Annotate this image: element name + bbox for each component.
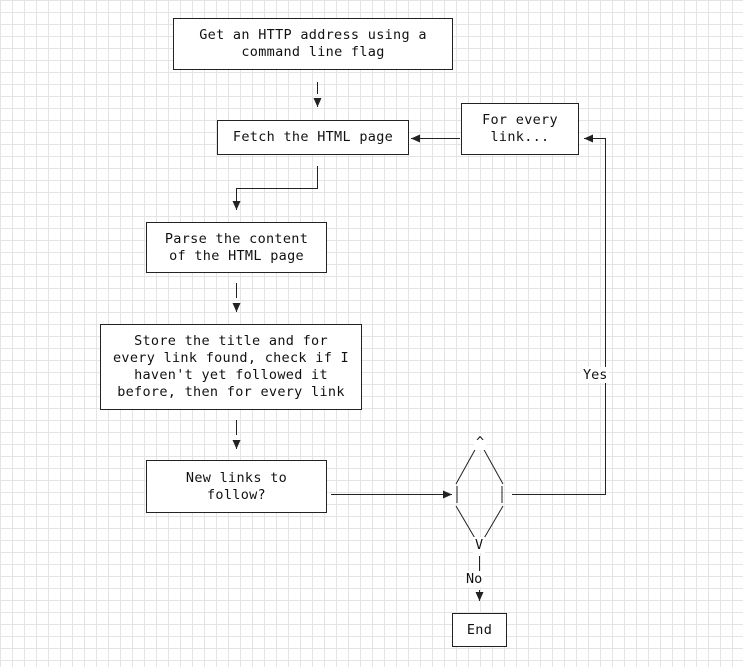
decision-diamond (455, 447, 504, 541)
edge-decision-yes (512, 134, 606, 495)
node-parse: Parse the content of the HTML page (146, 222, 327, 273)
node-start: Get an HTTP address using a command line… (173, 18, 453, 70)
node-foreach: For every link... (461, 103, 579, 155)
node-question: New links to follow? (146, 460, 327, 513)
decision-top-glyph: ^ (474, 434, 487, 450)
edge-label-yes: Yes (581, 367, 610, 383)
node-fetch: Fetch the HTML page (217, 120, 409, 155)
edge-fetch-to-parse (232, 166, 318, 210)
node-end: End (452, 613, 507, 647)
decision-bottom-glyph: V (473, 537, 486, 553)
node-store: Store the title and for every link found… (100, 324, 362, 410)
edge-label-no: No (464, 571, 485, 587)
